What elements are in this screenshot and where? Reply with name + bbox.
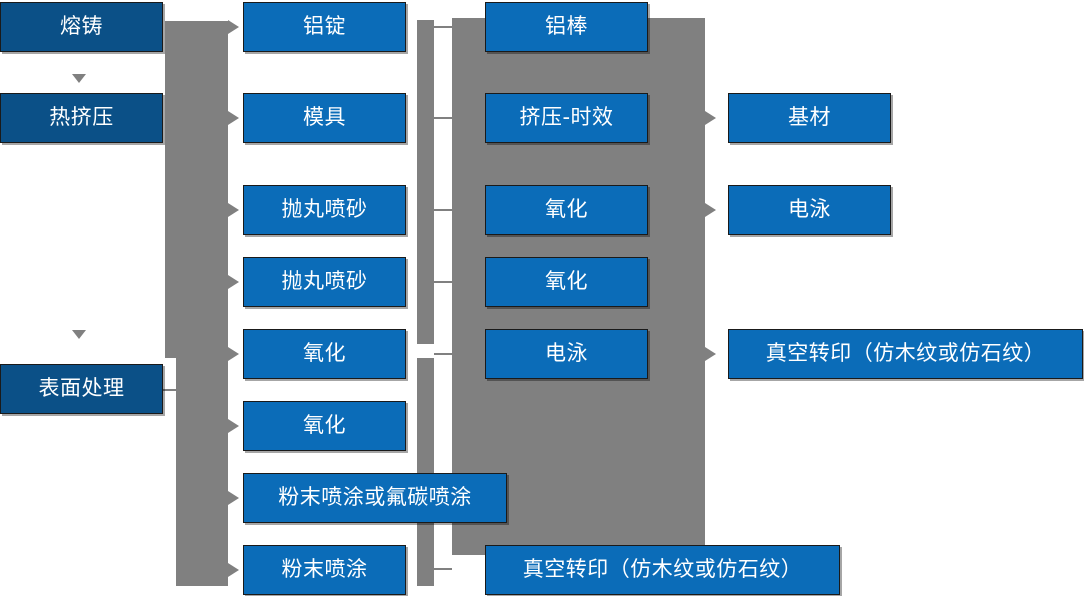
rail-tap-aluminum-bar [434, 26, 452, 28]
node-input-mold[interactable]: 模具 [243, 93, 406, 143]
node-label: 熔铸 [60, 14, 103, 39]
connector-surface-treatment-stub [163, 389, 179, 391]
node-process-electrophoresis[interactable]: 电泳 [485, 329, 648, 379]
node-label: 抛丸喷砂 [281, 197, 368, 222]
node-input-oxidation-2[interactable]: 氧化 [243, 401, 406, 451]
arrow-to-oxidation-2 [228, 419, 239, 433]
node-label: 氧化 [545, 197, 588, 222]
rail-tap-oxidation-2 [434, 281, 452, 283]
node-stage-melt-cast[interactable]: 熔铸 [0, 2, 163, 52]
node-process-oxidation-2[interactable]: 氧化 [485, 257, 648, 307]
node-label: 真空转印（仿木纹或仿石纹） [522, 557, 803, 582]
rail-tap-vacuum-transfer [434, 568, 452, 570]
node-label: 模具 [303, 105, 346, 130]
connector-band-secondary-rail [417, 20, 434, 344]
connector-band-primary [165, 21, 228, 358]
arrow-to-surface-treatment [72, 330, 86, 339]
rail-tap-electrophoresis [434, 353, 452, 355]
node-label: 电泳 [545, 341, 588, 366]
node-output-base-material[interactable]: 基材 [728, 93, 891, 143]
connector-band-secondary-rail-lower [417, 358, 434, 586]
node-label: 电泳 [788, 197, 831, 222]
node-output-electrophoresis[interactable]: 电泳 [728, 185, 891, 235]
node-label: 氧化 [303, 341, 346, 366]
rail-tap-oxidation-1 [434, 209, 452, 211]
node-label: 真空转印（仿木纹或仿石纹） [765, 341, 1046, 366]
node-input-aluminum-ingot[interactable]: 铝锭 [243, 2, 406, 52]
arrow-to-shot-blasting-2 [228, 275, 239, 289]
arrow-to-base-material [705, 111, 716, 125]
node-process-extrusion-aging[interactable]: 挤压-时效 [485, 93, 648, 143]
node-input-shot-blasting-1[interactable]: 抛丸喷砂 [243, 185, 406, 235]
node-label: 铝锭 [303, 14, 346, 39]
node-output-vacuum-transfer[interactable]: 真空转印（仿木纹或仿石纹） [728, 329, 1083, 379]
node-stage-hot-extrusion[interactable]: 热挤压 [0, 93, 163, 143]
node-process-vacuum-transfer[interactable]: 真空转印（仿木纹或仿石纹） [485, 545, 840, 595]
node-label: 氧化 [303, 413, 346, 438]
node-label: 基材 [788, 105, 831, 130]
node-label: 氧化 [545, 269, 588, 294]
arrow-to-mold [228, 111, 239, 125]
node-label: 热挤压 [49, 105, 114, 130]
arrow-to-powder-or-fluorocarbon-coating [228, 491, 239, 505]
arrow-to-shot-blasting-1 [228, 203, 239, 217]
node-input-oxidation-1[interactable]: 氧化 [243, 329, 406, 379]
node-process-oxidation-1[interactable]: 氧化 [485, 185, 648, 235]
node-input-shot-blasting-2[interactable]: 抛丸喷砂 [243, 257, 406, 307]
arrow-to-output-vacuum-transfer [705, 347, 716, 361]
node-label: 表面处理 [38, 376, 125, 401]
node-label: 挤压-时效 [519, 105, 614, 130]
connector-band-primary-lower [176, 358, 228, 586]
node-input-powder-or-fluorocarbon-coating[interactable]: 粉末喷涂或氟碳喷涂 [243, 473, 507, 523]
node-process-aluminum-bar[interactable]: 铝棒 [485, 2, 648, 52]
node-label: 粉末喷涂或氟碳喷涂 [278, 485, 472, 510]
arrow-to-powder-coating [228, 563, 239, 577]
node-label: 铝棒 [545, 14, 588, 39]
node-stage-surface-treatment[interactable]: 表面处理 [0, 364, 163, 414]
arrow-melt-cast-to-hot-extrusion [72, 74, 86, 83]
arrow-to-output-electrophoresis [705, 203, 716, 217]
arrow-to-aluminum-ingot [228, 20, 239, 34]
node-label: 粉末喷涂 [281, 557, 368, 582]
node-input-powder-coating[interactable]: 粉末喷涂 [243, 545, 406, 595]
arrow-to-oxidation-1 [228, 347, 239, 361]
rail-tap-extrusion-aging [434, 117, 452, 119]
node-label: 抛丸喷砂 [281, 269, 368, 294]
